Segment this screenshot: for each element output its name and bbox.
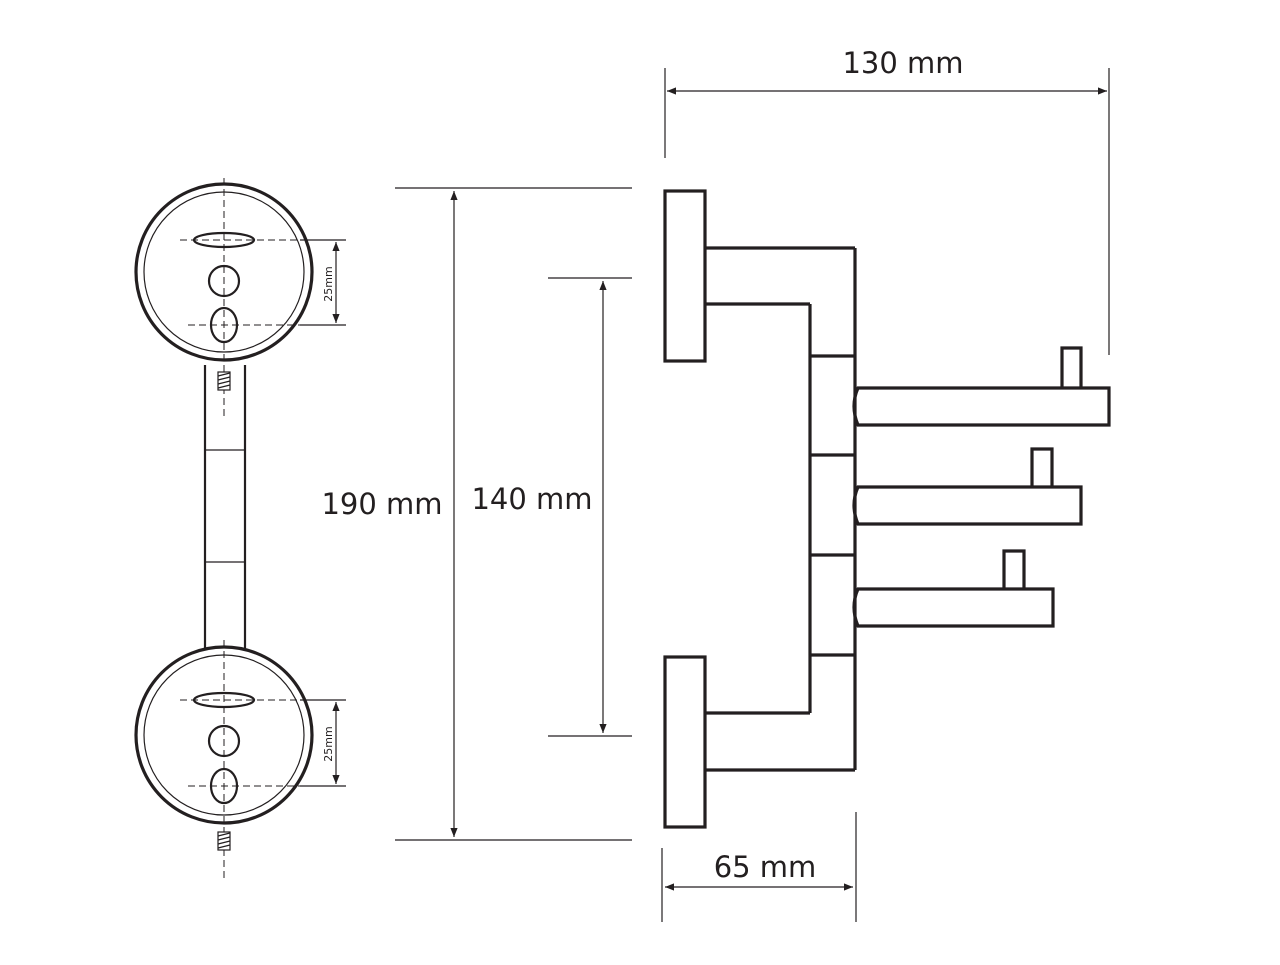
hook-arm-3 <box>852 549 1055 628</box>
front-tube <box>203 365 247 650</box>
set-screw-icon <box>217 371 231 391</box>
hole-spacing-dim-bottom: 25mm <box>300 699 346 787</box>
center-hole-icon <box>207 264 241 298</box>
center-hole-icon <box>207 724 241 758</box>
bottom-wall-plate <box>663 655 707 829</box>
hole-height-dimension: 140 mm <box>471 277 632 737</box>
hook-arm-1 <box>852 346 1111 427</box>
screw-hole-icon <box>209 306 239 344</box>
bottom-arm <box>705 655 855 772</box>
side-view <box>663 189 1111 829</box>
depth-dimension: 65 mm <box>661 812 857 922</box>
hole-spacing-label-top: 25mm <box>322 266 335 301</box>
top-rosette <box>134 178 320 420</box>
hole-spacing-dim-top: 25mm <box>300 239 346 326</box>
screw-hole-icon <box>209 767 239 805</box>
hole-spacing-label-bottom: 25mm <box>322 726 335 761</box>
width-label: 130 mm <box>842 46 963 80</box>
overall-height-dimension: 190 mm <box>321 187 632 841</box>
slot-hole-icon <box>192 691 256 709</box>
swivel-column <box>808 248 857 770</box>
width-dimension: 130 mm <box>664 46 1110 355</box>
slot-hole-icon <box>192 231 256 249</box>
top-wall-plate <box>663 189 707 363</box>
set-screw-icon <box>217 831 231 851</box>
hook-arm-2 <box>852 447 1083 526</box>
front-view: 25mm 25mm <box>134 178 346 880</box>
bottom-rosette <box>134 640 320 880</box>
hole-height-label: 140 mm <box>471 482 592 516</box>
top-arm <box>705 246 855 356</box>
overall-height-label: 190 mm <box>321 487 442 521</box>
depth-label: 65 mm <box>714 850 817 884</box>
